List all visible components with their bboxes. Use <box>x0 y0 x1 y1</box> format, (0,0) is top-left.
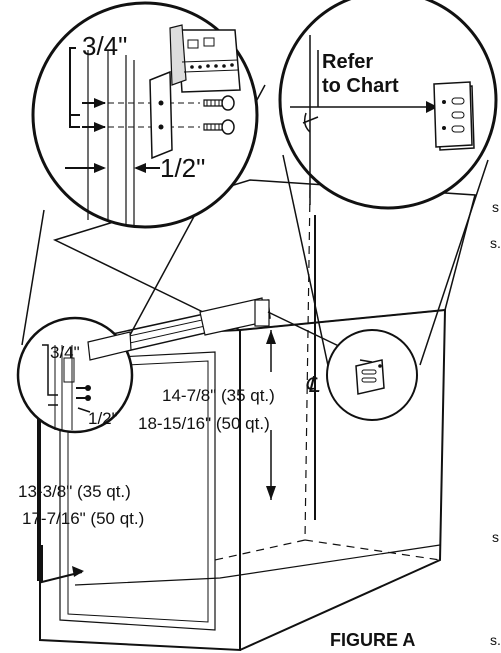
to-chart-label: to Chart <box>322 75 399 97</box>
edge-fragment: s. <box>490 632 501 648</box>
edge-fragment: s. <box>490 235 501 251</box>
centerline-icon <box>302 112 319 133</box>
height-dimension-line <box>266 330 276 500</box>
small-detail-circle <box>16 316 134 434</box>
depth-dimension-line <box>37 418 84 584</box>
mounting-bracket-icon <box>433 81 475 151</box>
screw-icon <box>76 385 91 401</box>
right-detail-circle <box>278 0 498 376</box>
left-detail-circle <box>21 1 266 346</box>
svg-text:℄: ℄ <box>305 372 320 397</box>
edge-fragment: s <box>492 199 499 215</box>
small-side-label: 1/2" <box>88 409 118 428</box>
height-35qt-label: 14-7/8" (35 qt.) <box>162 386 275 405</box>
figure-title: FIGURE A <box>330 630 415 650</box>
screw-icon <box>203 95 235 135</box>
refer-label: Refer <box>322 51 373 73</box>
depth-35qt-label: 13-3/8" (35 qt.) <box>18 482 131 501</box>
detail-three-quarter-label: 3/4" <box>82 31 127 61</box>
depth-50qt-label: 17-7/16" (50 qt.) <box>22 509 144 528</box>
height-50qt-label: 18-15/16" (50 qt.) <box>138 414 270 433</box>
small-top-label: 3/4" <box>50 343 80 362</box>
mounting-bracket-icon <box>355 359 385 395</box>
centerline-icon: ℄ <box>305 215 320 520</box>
bracket-detail-circle <box>326 329 418 421</box>
edge-fragment: s <box>492 529 499 545</box>
detail-half-label: 1/2" <box>160 153 205 183</box>
